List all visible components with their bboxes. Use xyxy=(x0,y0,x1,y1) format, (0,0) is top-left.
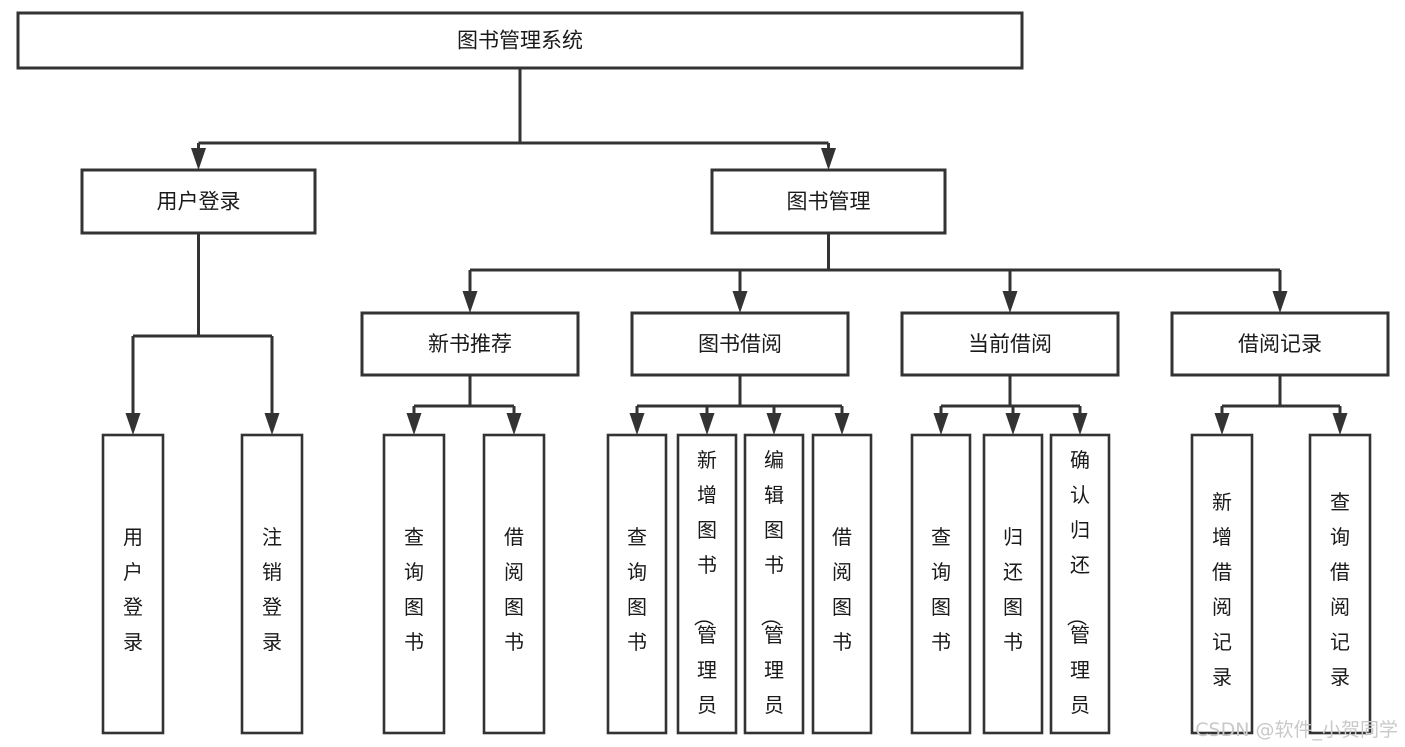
node-leaf-cur-confirm-return[interactable]: 确认归还（管理员） xyxy=(1049,433,1111,747)
node-n-book-manage[interactable]: 图书管理 xyxy=(710,168,947,235)
edge-group-bus-book-borrow xyxy=(629,375,850,435)
arrow-head-icon xyxy=(462,291,478,313)
arrow-head-icon xyxy=(629,413,645,435)
node-box[interactable] xyxy=(360,311,580,377)
node-box[interactable] xyxy=(910,433,972,735)
node-leaf-borrow-borrow-book[interactable]: 借阅图书 xyxy=(811,433,873,735)
edge-group-bus-user-login xyxy=(125,233,280,435)
node-box[interactable] xyxy=(101,433,165,735)
node-box[interactable] xyxy=(630,311,850,377)
connectors-layer xyxy=(125,68,1348,435)
edge-group-bus-new-book-rec xyxy=(406,375,522,435)
arrow-head-icon xyxy=(821,148,836,170)
node-label: 图书管理系统 xyxy=(457,29,583,53)
node-n-current-borrow[interactable]: 当前借阅 xyxy=(900,311,1120,377)
arrow-head-icon xyxy=(264,413,280,435)
node-label: 用户登录 xyxy=(157,190,241,214)
arrow-head-icon xyxy=(1072,413,1088,435)
node-label: 借阅图书 xyxy=(504,525,524,654)
arrow-head-icon xyxy=(191,148,206,170)
arrow-head-icon xyxy=(1005,413,1021,435)
node-n-borrow-record[interactable]: 借阅记录 xyxy=(1170,311,1390,377)
node-label: 编辑图书（管理员） xyxy=(759,448,784,747)
csdn-watermark: CSDN @软件_小贺同学 xyxy=(1195,719,1398,741)
node-box[interactable] xyxy=(1190,433,1254,735)
node-label: 图书管理 xyxy=(787,190,871,214)
arrow-head-icon xyxy=(933,413,949,435)
node-label: 查询图书 xyxy=(404,525,424,654)
arrow-head-icon xyxy=(766,413,782,435)
node-box[interactable] xyxy=(1049,433,1111,735)
node-leaf-rec-borrow-book[interactable]: 借阅图书 xyxy=(482,433,546,735)
node-box[interactable] xyxy=(982,433,1044,735)
node-label: 查询图书 xyxy=(931,525,951,654)
edge-group-bus-book-manage xyxy=(462,233,1288,313)
node-leaf-user-login[interactable]: 用户登录 xyxy=(101,433,165,735)
node-label: 图书借阅 xyxy=(698,332,782,356)
node-leaf-rec-add-record[interactable]: 新增借阅记录 xyxy=(1190,433,1254,735)
node-box[interactable] xyxy=(240,433,304,735)
node-label: 借阅记录 xyxy=(1238,332,1322,356)
node-label: 用户登录 xyxy=(123,525,143,654)
edge-group-bus-current-borrow xyxy=(933,375,1088,435)
node-n-book-borrow[interactable]: 图书借阅 xyxy=(630,311,850,377)
arrow-head-icon xyxy=(834,413,850,435)
nodes-layer: 图书管理系统用户登录图书管理新书推荐图书借阅当前借阅借阅记录用户登录注销登录查询… xyxy=(16,11,1390,747)
node-leaf-rec-query-record[interactable]: 查询借阅记录 xyxy=(1308,433,1372,735)
edge-group-bus-root xyxy=(191,68,836,170)
node-leaf-borrow-query-book[interactable]: 查询图书 xyxy=(606,433,668,735)
node-box[interactable] xyxy=(606,433,668,735)
arrow-head-icon xyxy=(732,291,748,313)
node-box[interactable] xyxy=(743,433,805,735)
node-box[interactable] xyxy=(80,168,317,235)
node-leaf-logout[interactable]: 注销登录 xyxy=(240,433,304,735)
node-leaf-borrow-edit-book[interactable]: 编辑图书（管理员） xyxy=(743,433,805,747)
node-box[interactable] xyxy=(811,433,873,735)
node-leaf-cur-return-book[interactable]: 归还图书 xyxy=(982,433,1044,735)
node-n-new-book-rec[interactable]: 新书推荐 xyxy=(360,311,580,377)
node-label: 确认归还（管理员） xyxy=(1065,448,1090,747)
node-label: 借阅图书 xyxy=(832,525,852,654)
node-box[interactable] xyxy=(16,11,1024,70)
node-root[interactable]: 图书管理系统 xyxy=(16,11,1024,70)
node-box[interactable] xyxy=(710,168,947,235)
node-label: 注销登录 xyxy=(262,525,282,654)
node-box[interactable] xyxy=(676,433,738,735)
arrow-head-icon xyxy=(506,413,522,435)
node-label: 查询借阅记录 xyxy=(1330,490,1350,689)
node-label: 查询图书 xyxy=(627,525,647,654)
arrow-head-icon xyxy=(125,413,141,435)
node-box[interactable] xyxy=(900,311,1120,377)
node-label: 当前借阅 xyxy=(968,332,1052,356)
node-label: 新增图书（管理员） xyxy=(692,448,717,747)
node-box[interactable] xyxy=(482,433,546,735)
node-label: 新书推荐 xyxy=(428,332,512,356)
node-n-user-login[interactable]: 用户登录 xyxy=(80,168,317,235)
node-label: 归还图书 xyxy=(1003,525,1023,654)
node-leaf-borrow-add-book[interactable]: 新增图书（管理员） xyxy=(676,433,738,747)
arrow-head-icon xyxy=(406,413,422,435)
node-leaf-cur-query-book[interactable]: 查询图书 xyxy=(910,433,972,735)
arrow-head-icon xyxy=(699,413,715,435)
arrow-head-icon xyxy=(1332,413,1348,435)
node-box[interactable] xyxy=(1308,433,1372,735)
edge-group-bus-borrow-record xyxy=(1214,375,1348,435)
arrow-head-icon xyxy=(1272,291,1288,313)
arrow-head-icon xyxy=(1002,291,1018,313)
node-leaf-rec-query-book[interactable]: 查询图书 xyxy=(382,433,446,735)
node-box[interactable] xyxy=(1170,311,1390,377)
node-box[interactable] xyxy=(382,433,446,735)
node-label: 新增借阅记录 xyxy=(1212,490,1232,689)
arrow-head-icon xyxy=(1214,413,1230,435)
